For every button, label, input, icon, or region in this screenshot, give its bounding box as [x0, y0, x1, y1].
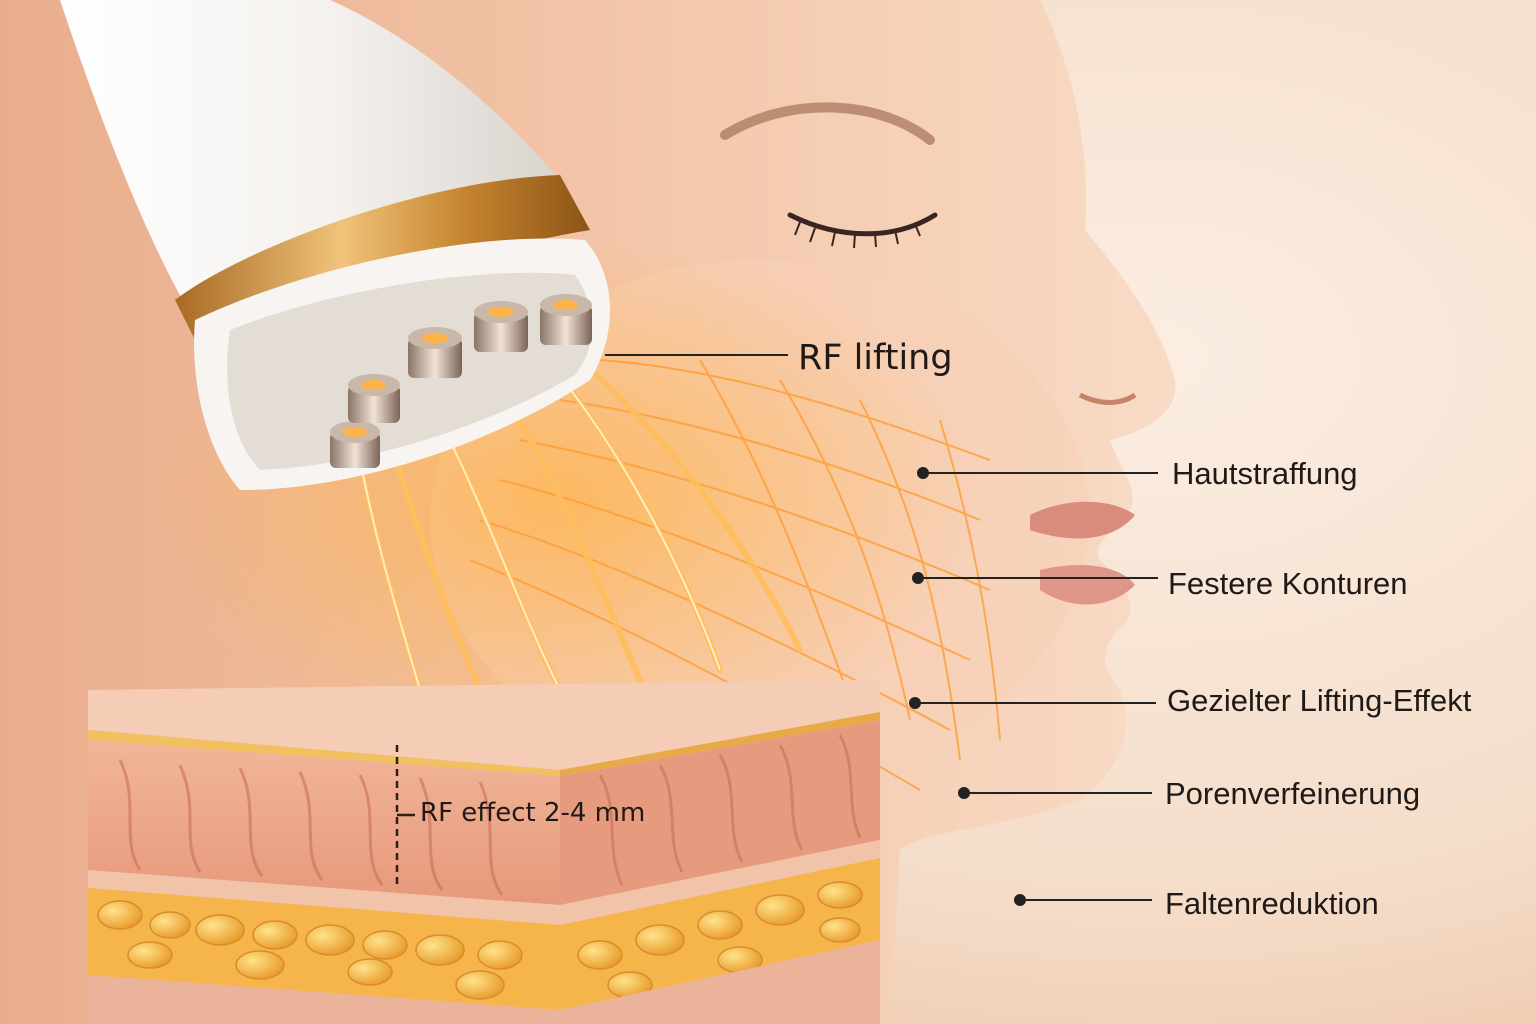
electrode-pins	[330, 294, 592, 468]
callout-festere-konturen: Festere Konturen	[1168, 566, 1408, 601]
callout-faltenreduktion: Faltenreduktion	[1165, 886, 1379, 921]
fat-cells	[97, 881, 863, 1000]
rf-device	[60, 0, 610, 490]
callout-porenverfeinerung: Porenverfeinerung	[1165, 776, 1421, 811]
skin-cross-section	[88, 680, 880, 1024]
closed-eye	[787, 212, 938, 237]
rf-depth-label: RF effect 2-4 mm	[420, 798, 646, 828]
callout-hautstraffung: Hautstraffung	[1172, 456, 1358, 491]
lips	[1030, 501, 1135, 539]
eyebrow	[720, 102, 935, 145]
rf-lifting-label: RF lifting	[798, 338, 953, 378]
callout-gezielter-lifting-effekt: Gezielter Lifting-Effekt	[1167, 683, 1472, 718]
leader-lines	[605, 354, 1158, 906]
